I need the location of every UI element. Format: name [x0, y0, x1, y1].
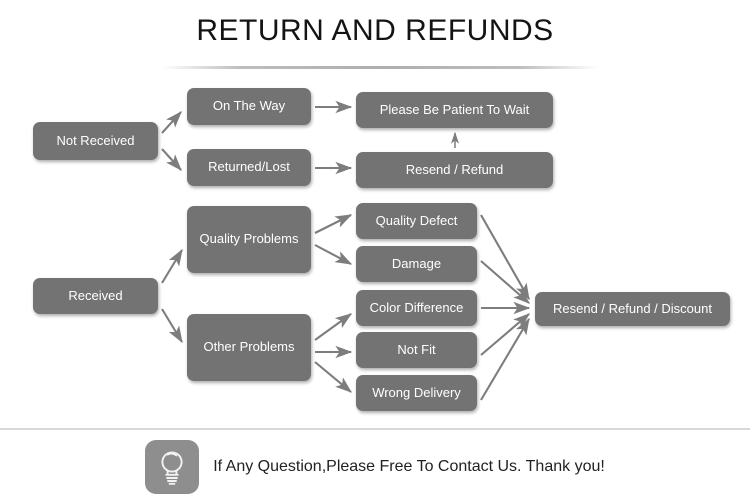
node-please-be-patient-to-wait[interactable]: Please Be Patient To Wait	[356, 92, 553, 128]
lightbulb-icon	[145, 440, 200, 494]
edge-other-problems-wrong-delivery	[314, 361, 352, 393]
edge-quality-defect-final	[480, 214, 530, 301]
edge-received-quality-problems	[161, 248, 183, 284]
edge-received-other-problems	[161, 308, 183, 344]
edge-not-fit-final	[480, 313, 530, 356]
node-damage[interactable]: Damage	[356, 246, 477, 282]
edge-not-received-on-the-way	[161, 111, 182, 134]
edge-not-received-returned-lost	[161, 148, 182, 171]
node-not-fit[interactable]: Not Fit	[356, 332, 477, 368]
node-quality-problems[interactable]: Quality Problems	[187, 206, 311, 273]
edge-wrong-delivery-final	[480, 317, 530, 401]
title-divider	[162, 66, 599, 69]
node-returned-lost[interactable]: Returned/Lost	[187, 149, 311, 186]
edge-damage-final	[480, 260, 530, 304]
page-title: RETURN AND REFUNDS	[196, 14, 554, 47]
edge-other-problems-color-difference	[314, 313, 353, 341]
node-quality-defect[interactable]: Quality Defect	[356, 203, 477, 239]
node-other-problems[interactable]: Other Problems	[187, 314, 311, 381]
footer-message: If Any Question,Please Free To Contact U…	[213, 458, 605, 475]
node-not-received[interactable]: Not Received	[33, 122, 158, 160]
node-resend-refund[interactable]: Resend / Refund	[356, 152, 553, 188]
node-resend-refund-discount[interactable]: Resend / Refund / Discount	[535, 292, 730, 326]
node-wrong-delivery[interactable]: Wrong Delivery	[356, 375, 477, 411]
footer-divider	[0, 428, 750, 430]
node-received[interactable]: Received	[33, 278, 158, 314]
edge-quality-problems-quality-defect	[314, 214, 353, 234]
node-on-the-way[interactable]: On The Way	[187, 88, 311, 125]
edge-quality-problems-damage	[314, 244, 353, 265]
footer: If Any Question,Please Free To Contact U…	[0, 437, 750, 497]
node-color-difference[interactable]: Color Difference	[356, 290, 477, 326]
